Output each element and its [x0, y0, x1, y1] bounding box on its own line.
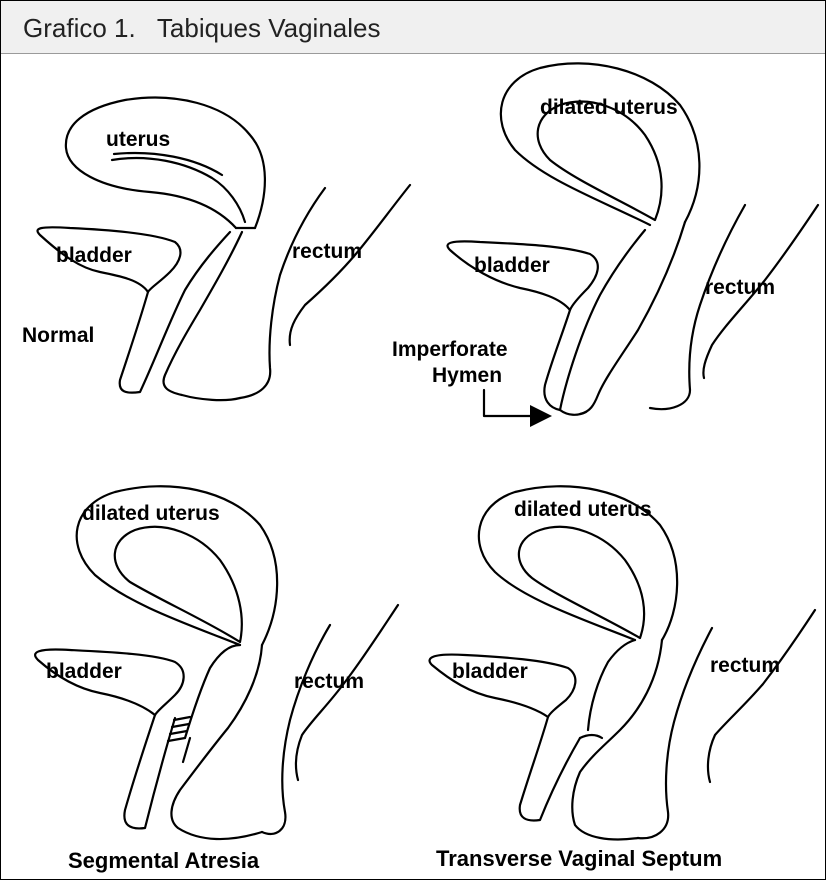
panel-caption-normal: Normal	[22, 324, 94, 347]
panel-caption-transverse-septum: Transverse Vaginal Septum	[436, 846, 722, 871]
dilated-uterus-label: dilated uterus	[514, 498, 652, 521]
rectum-label: rectum	[710, 654, 780, 677]
transverse-septum-membrane	[580, 735, 602, 738]
rectum-anterior-wall	[650, 205, 745, 409]
atresia-band-2	[170, 731, 187, 734]
dilated-uterus-outer	[501, 63, 700, 225]
rectum-posterior-wall	[290, 185, 410, 345]
rectum-anterior-wall	[262, 625, 330, 834]
vagina-posterior-wall	[572, 640, 662, 839]
dilated-uterus-label: dilated uterus	[82, 502, 220, 525]
atresia-segment-right	[183, 738, 190, 762]
imperforate-caption-line1: Imperforate	[392, 338, 508, 361]
bladder-label: bladder	[46, 660, 122, 683]
atresia-band-4	[174, 717, 190, 720]
vagina-lower-anterior	[520, 717, 580, 820]
hymen-pointer-line	[484, 390, 532, 416]
dilated-uterus-cavity	[519, 527, 644, 638]
imperforate-caption-line2: Hymen	[432, 364, 502, 387]
uterine-cavity-lower	[114, 153, 222, 175]
vagina-lower-anterior	[124, 715, 168, 828]
atresia-segment-left	[168, 718, 175, 742]
vagina-posterior-wall	[580, 222, 685, 414]
uterus-outline	[66, 98, 265, 228]
rectum-label: rectum	[705, 276, 775, 299]
panel-caption-segmental-atresia: Segmental Atresia	[68, 848, 260, 873]
vagina-upper-anterior	[588, 640, 635, 730]
atresia-band-1	[168, 738, 185, 741]
dilated-uterus-label: dilated uterus	[540, 96, 678, 119]
dilated-uterus-cavity	[115, 527, 242, 642]
panel-segmental-atresia-labels: dilated uterus bladder rectum Segmental …	[46, 502, 364, 873]
rectum-anterior-wall	[240, 188, 325, 398]
rectum-posterior-wall	[708, 610, 815, 782]
rectum-anterior-wall	[638, 628, 712, 838]
bladder-label: bladder	[56, 244, 132, 267]
panel-transverse-septum-labels: dilated uterus bladder rectum Transverse…	[436, 498, 780, 871]
vagina-posterior-wall	[164, 232, 242, 400]
vagina-posterior-wall	[171, 645, 262, 839]
atresia-band-3	[172, 724, 189, 727]
vagina-anterior-wall	[120, 232, 230, 393]
uterus-label: uterus	[106, 128, 170, 151]
rectum-label: rectum	[292, 240, 362, 263]
bladder-label: bladder	[474, 254, 550, 277]
rectum-label: rectum	[294, 670, 364, 693]
arrow-right-icon	[530, 405, 552, 427]
bladder-label: bladder	[452, 660, 528, 683]
